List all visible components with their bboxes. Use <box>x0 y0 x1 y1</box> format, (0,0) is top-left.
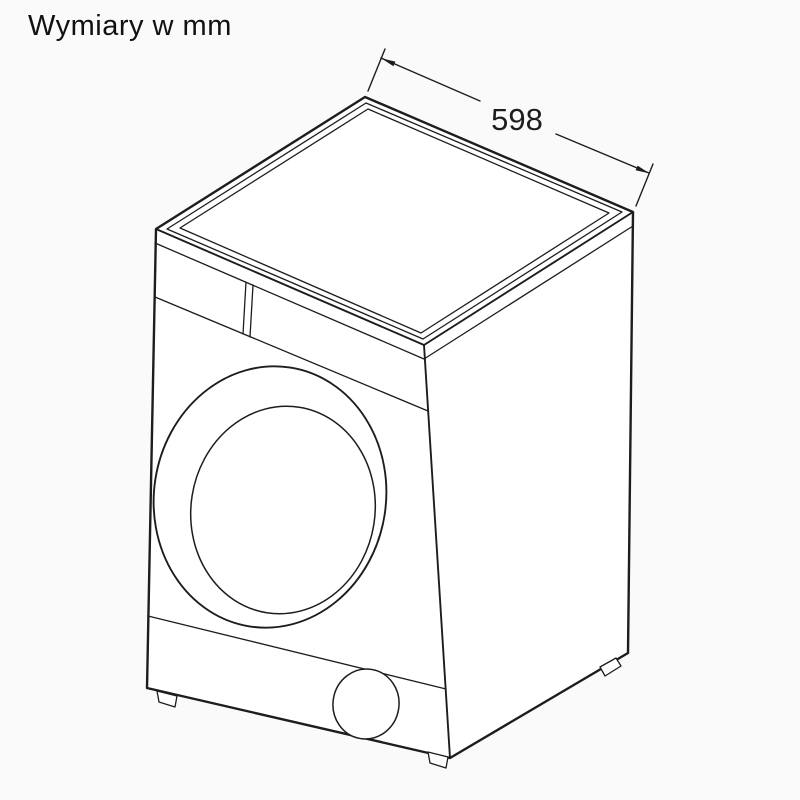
dimension-arrowhead-left <box>381 58 396 67</box>
dimension-annotation: 598 <box>367 48 654 207</box>
door <box>152 365 388 629</box>
door-inner-ring <box>189 405 377 615</box>
top-face <box>154 102 634 360</box>
dimension-line-segment-right <box>555 133 650 174</box>
page-title: Wymiary w mm <box>28 10 232 42</box>
service-flap-circle <box>332 668 400 740</box>
bottom-panel-top-line <box>147 615 447 690</box>
dimension-value-label: 598 <box>491 102 543 137</box>
top-rim-outer-line <box>166 102 623 340</box>
foot-front-left <box>156 690 178 708</box>
control-panel-bottom-line <box>154 296 429 412</box>
foot-back-right <box>599 657 622 677</box>
control-panel-divider-line-1 <box>242 281 247 335</box>
top-plate-thickness-line <box>154 225 634 360</box>
dimension-arrowhead-right <box>635 165 650 174</box>
control-panel-divider-line-2 <box>249 284 254 338</box>
top-rim-inner-line <box>179 108 610 334</box>
feet <box>156 657 622 769</box>
dimension-extension-line-left <box>367 48 386 92</box>
dimension-extension-line-right <box>635 163 654 207</box>
bottom-panel <box>147 615 447 740</box>
control-panel <box>154 281 429 412</box>
dimension-line-segment-left <box>380 57 481 102</box>
foot-front-right <box>427 751 449 769</box>
